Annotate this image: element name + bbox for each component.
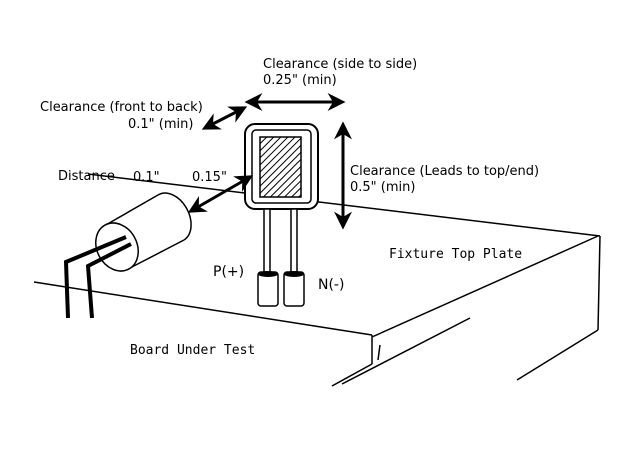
board-under-test-label: Board Under Test	[130, 343, 255, 358]
positive-lead-label: P(+)	[213, 264, 244, 280]
clearance-arrows	[187, 93, 352, 230]
distance-arrow	[187, 175, 254, 213]
clearance-side-value: 0.25" (min)	[263, 73, 337, 88]
clearance-front-label: Clearance (front to back)	[40, 100, 203, 115]
distance-value-2: 0.15"	[192, 170, 227, 185]
negative-lead-label: N(-)	[318, 277, 344, 293]
clearance-leads-label: Clearance (Leads to top/end)	[350, 164, 539, 179]
distance-value-1: 0.1"	[133, 170, 160, 185]
front-to-back-arrow	[201, 106, 248, 130]
fixture-top-plate-label: Fixture Top Plate	[389, 247, 522, 262]
clearance-front-value: 0.1" (min)	[128, 117, 193, 132]
cylinder-component	[63, 192, 192, 319]
board-under-test	[33, 281, 471, 387]
clearance-leads-value: 0.5" (min)	[350, 180, 415, 195]
distance-label: Distance	[58, 169, 115, 184]
clearance-side-label: Clearance (side to side)	[263, 57, 417, 72]
capacitor-component	[244, 123, 319, 307]
